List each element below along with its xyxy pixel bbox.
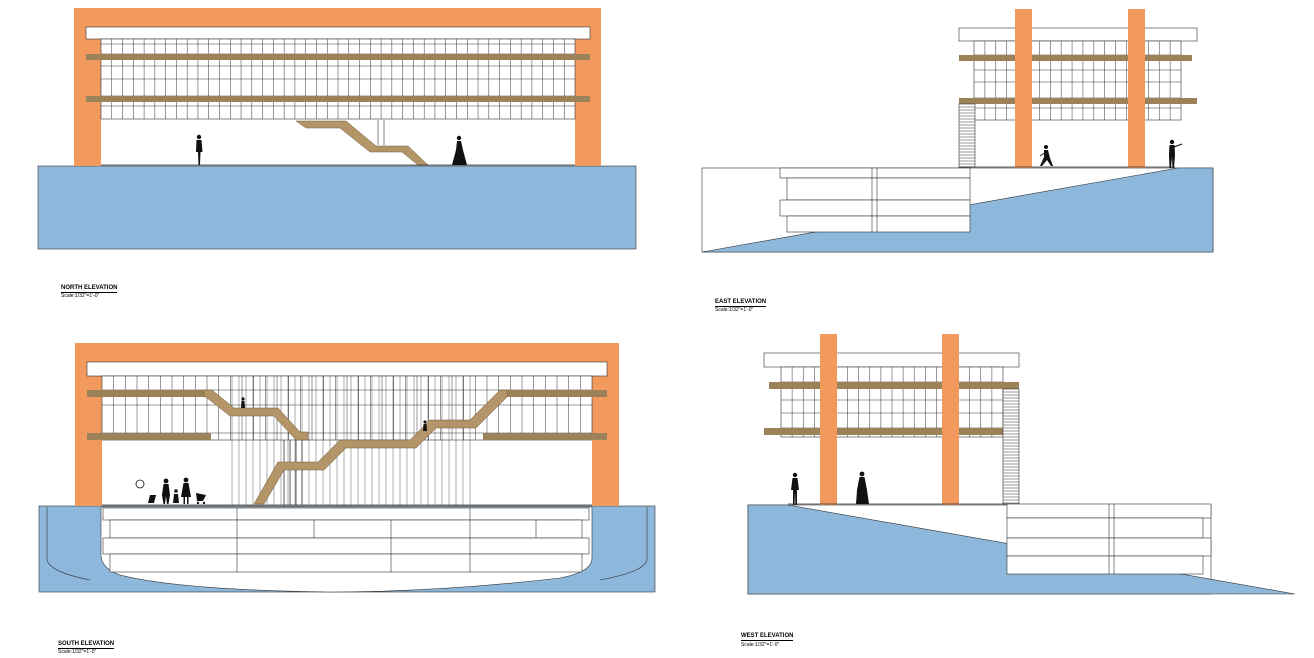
north-figure-standing [196, 134, 203, 165]
west-roof-slab [763, 352, 1020, 368]
north-floor-slab-2 [86, 96, 590, 102]
north-floor-slab-1 [86, 54, 590, 60]
west-lower-wing [1006, 503, 1212, 575]
east-elevation-drawing [701, 9, 1214, 253]
south-stair-figures [241, 397, 427, 431]
west-figure-dress [856, 471, 869, 504]
east-column-left [1015, 9, 1032, 168]
north-ground-block [37, 165, 637, 250]
south-slab-right-upper [507, 390, 607, 397]
south-slab-right-lower [483, 433, 607, 440]
west-floor-slab-2 [764, 428, 1019, 435]
south-glazing-grid [101, 375, 593, 441]
south-stair-right [253, 389, 508, 505]
west-column-left [820, 334, 837, 505]
south-elevation-title: SOUTH ELEVATION [58, 641, 115, 649]
north-glazing-grid [100, 38, 576, 120]
west-elevation-drawing [747, 334, 1296, 595]
east-roof-slab [958, 27, 1198, 42]
south-family-figures [135, 477, 206, 505]
east-column-right [1128, 9, 1145, 168]
west-figure-standing [791, 472, 799, 505]
east-figure-running [1039, 145, 1053, 166]
west-stair-louvres [1002, 388, 1020, 505]
south-roof-slab [86, 361, 608, 377]
north-elevation-drawing [37, 8, 637, 250]
west-elevation-title: WEST ELEVATION [741, 633, 794, 641]
south-elevation-drawing [38, 343, 656, 593]
west-column-right [942, 334, 959, 505]
west-glazing-grid [780, 366, 1004, 438]
south-frame-top [75, 343, 619, 363]
south-slab-left-upper [87, 390, 204, 397]
north-figure-dress [452, 135, 467, 165]
north-elevation-title: NORTH ELEVATION [61, 285, 118, 293]
west-elevation-scale: Scale:1/32"=1'-0" [741, 642, 780, 648]
north-roof-slab [85, 26, 591, 40]
east-floor-slab-2 [959, 98, 1197, 104]
east-elevation-title: EAST ELEVATION [715, 299, 767, 307]
south-elevation-scale: Scale:1/32"=1'-0" [58, 649, 97, 655]
north-stair [295, 120, 429, 166]
east-floor-slab-1 [959, 55, 1192, 61]
east-figure-pointing [1169, 139, 1183, 168]
east-elevation-scale: Scale:1/32"=1'-0" [715, 307, 754, 313]
east-glazing-grid [973, 40, 1182, 121]
south-stair-left [203, 389, 309, 441]
south-slab-left-lower [87, 433, 211, 440]
west-floor-slab-1 [769, 382, 1019, 389]
east-stair-louvres [958, 103, 976, 168]
south-basement-floors [102, 507, 590, 573]
north-frame-top [74, 8, 601, 28]
east-lower-wing [779, 167, 971, 233]
south-atrium-mullions [231, 376, 471, 505]
north-elevation-scale: Scale:1/32"=1'-0" [61, 293, 100, 299]
